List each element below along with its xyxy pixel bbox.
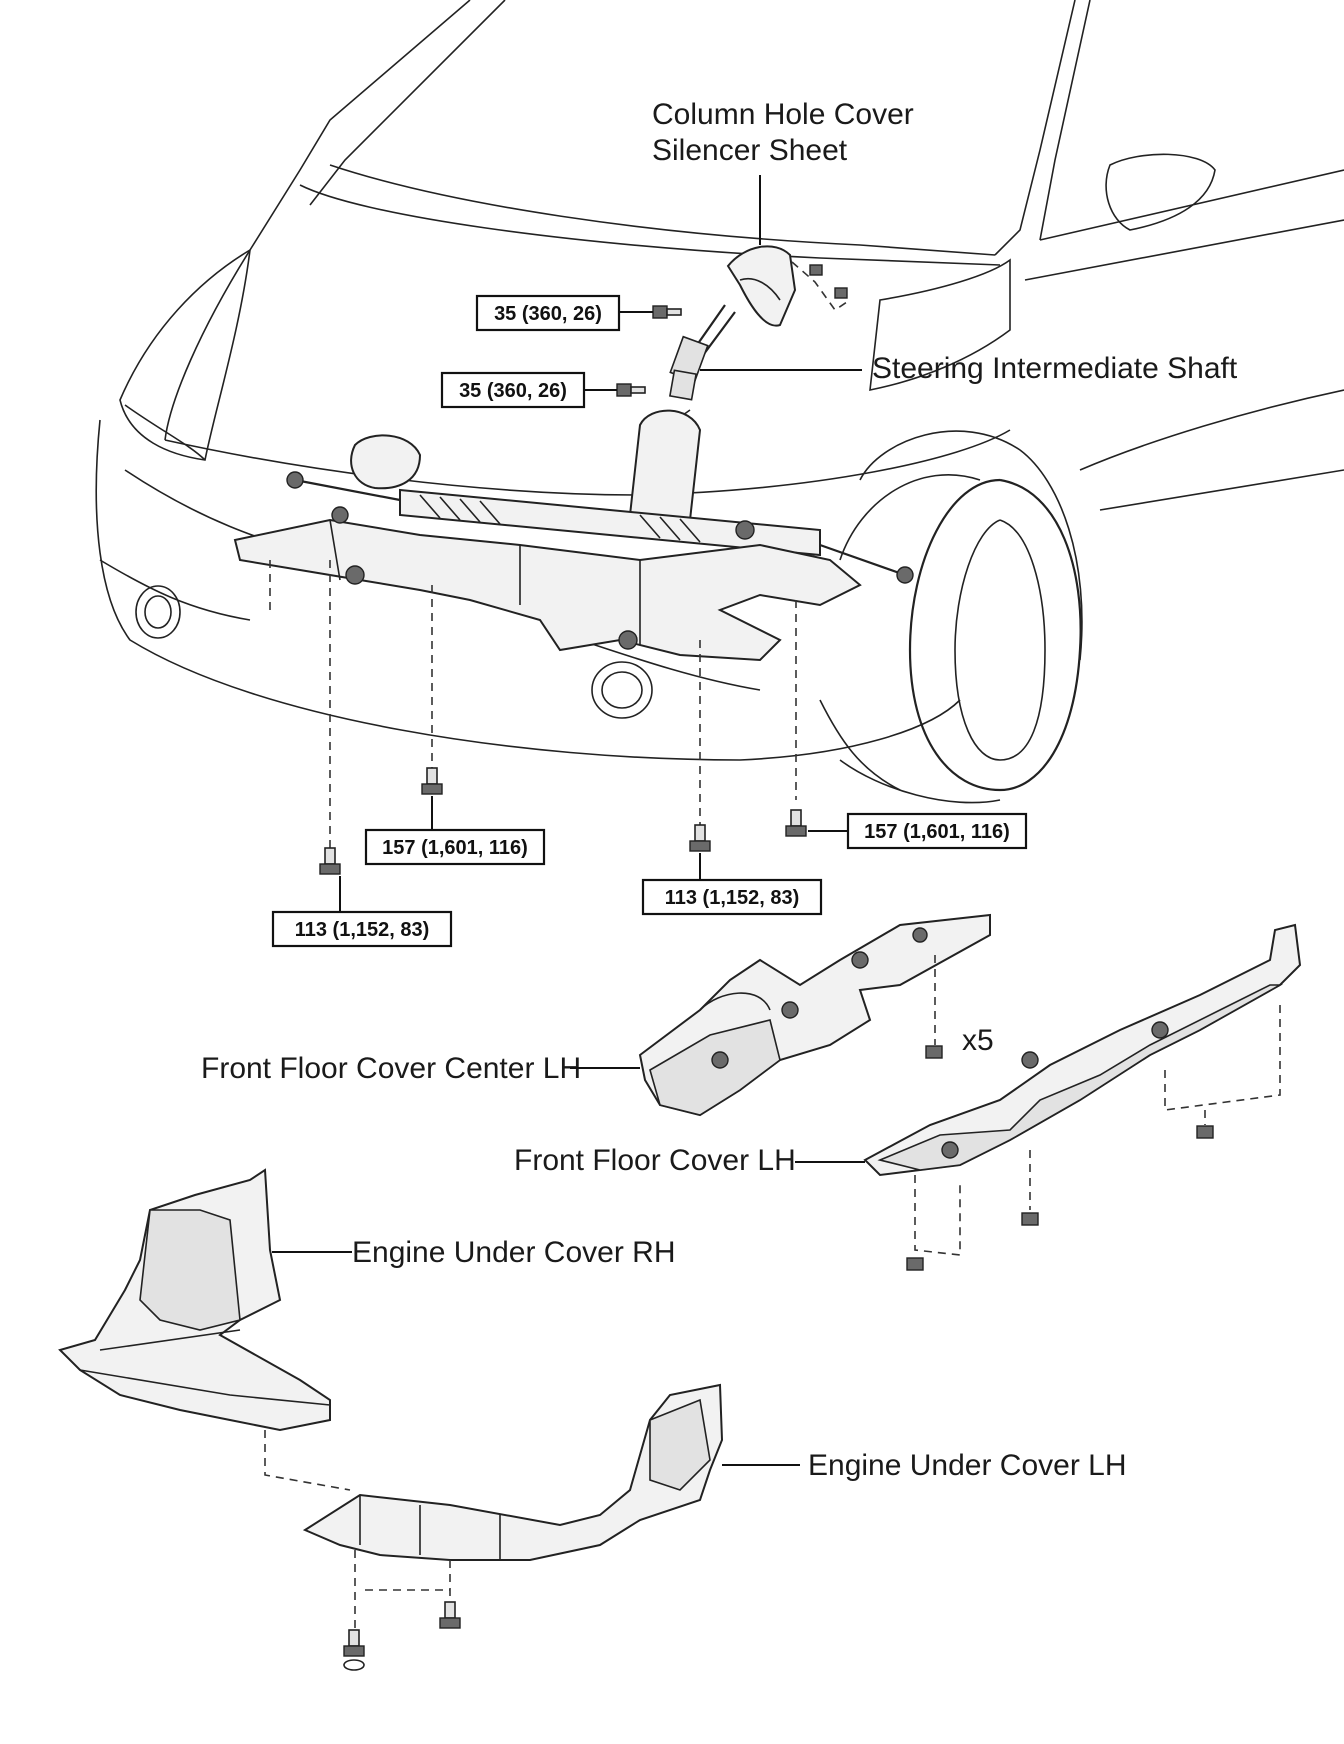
label-steering-intermediate-shaft: Steering Intermediate Shaft	[872, 352, 1238, 385]
torque-value-front-left: 157 (1,601, 116)	[382, 837, 528, 859]
torque-value-shaft-lower: 35 (360, 26)	[459, 380, 567, 402]
crossmember-bolt-front-left	[421, 767, 443, 795]
front-floor-cover-lh-part	[863, 923, 1302, 1256]
torque-callout-shaft-upper: 35 (360, 26)	[475, 294, 653, 332]
label-front-floor-cover-lh: Front Floor Cover LH	[514, 1144, 796, 1177]
steering-rack-crossmember	[233, 409, 914, 662]
shaft-bolt-upper	[652, 305, 682, 319]
label-clip-quantity: x5	[962, 1024, 994, 1057]
front-floor-cover-center-lh-part	[638, 913, 991, 1117]
torque-value-rear-right: 113 (1,152, 83)	[665, 887, 800, 909]
shaft-bolt-lower	[616, 383, 646, 397]
torque-callout-shaft-lower: 35 (360, 26)	[440, 371, 617, 409]
label-engine-under-cover-lh: Engine Under Cover LH	[808, 1449, 1127, 1482]
label-engine-under-cover-rh: Engine Under Cover RH	[352, 1236, 675, 1269]
torque-value-front-right: 157 (1,601, 116)	[864, 821, 1010, 843]
clip-floor-1	[906, 1257, 924, 1271]
clip-floor-2	[1021, 1212, 1039, 1226]
torque-callout-front-left: 157 (1,601, 116)	[364, 796, 546, 866]
crossmember-bolt-front-right	[785, 809, 807, 837]
torque-value-rear-left: 113 (1,152, 83)	[295, 919, 430, 941]
torque-callout-front-right: 157 (1,601, 116)	[808, 812, 1028, 850]
torque-callout-rear-right: 113 (1,152, 83)	[641, 853, 823, 916]
clip-center	[925, 1045, 943, 1059]
torque-value-shaft-upper: 35 (360, 26)	[494, 303, 602, 325]
crossmember-bolt-rear-right	[689, 824, 711, 852]
crossmember-bolt-rear-left	[319, 847, 341, 875]
engine-under-cover-lh-part	[302, 1383, 724, 1630]
engine-cover-bolt-2	[439, 1601, 461, 1629]
clip-floor-3	[1196, 1125, 1214, 1139]
label-silencer-sheet: Silencer Sheet	[652, 134, 848, 167]
crossmember-bolt-guides	[269, 560, 797, 850]
column-hole-cover-part	[726, 245, 851, 327]
label-column-hole-cover: Column Hole Cover	[652, 98, 914, 131]
engine-under-cover-rh-part	[58, 1168, 351, 1491]
torque-callout-rear-left: 113 (1,152, 83)	[271, 876, 453, 948]
vehicle-body-outline	[95, 0, 1344, 804]
engine-cover-bolt-1	[343, 1629, 365, 1671]
label-front-floor-cover-center-lh: Front Floor Cover Center LH	[201, 1052, 581, 1085]
